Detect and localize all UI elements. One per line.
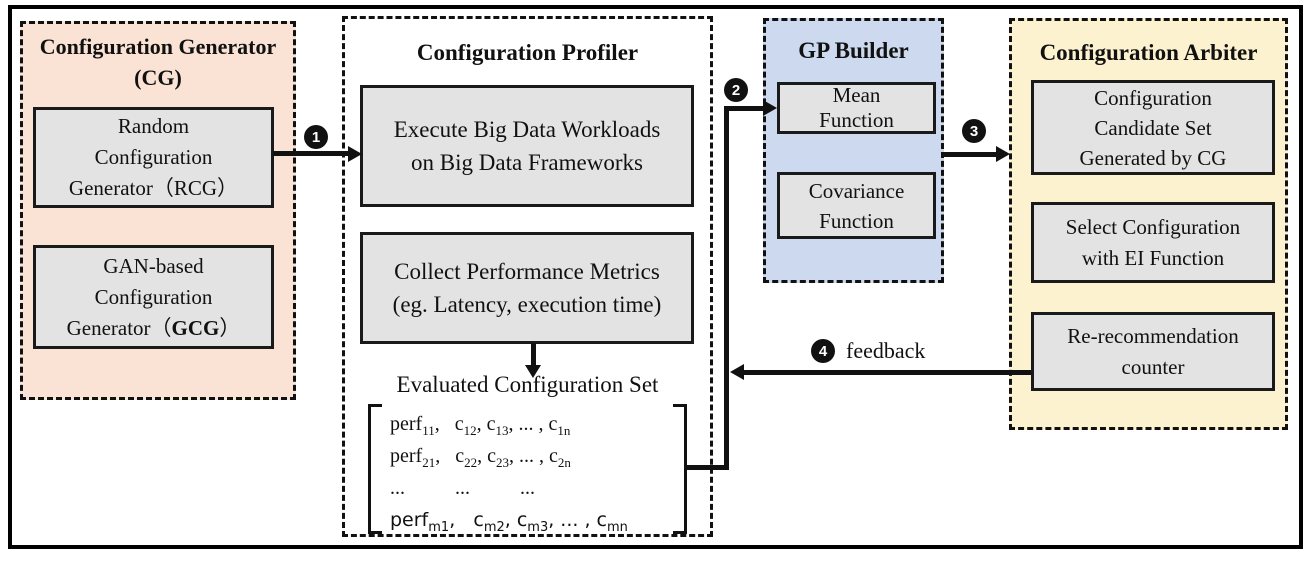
- configuration-arbiter-title: Configuration Arbiter: [1039, 40, 1258, 65]
- collect-to-evaluated-arrow-line: [531, 343, 536, 366]
- matrix-row: perfm1, cm2, cm3, ... , cmn: [390, 509, 628, 535]
- matrix-bracket-left: [368, 404, 382, 534]
- collect-metrics-box: Collect Performance Metrics (eg. Latency…: [360, 232, 694, 344]
- select-configuration-box: Select Configuration with EI Function: [1031, 202, 1275, 283]
- figure-border: [8, 5, 1303, 549]
- collect-line1: Collect Performance Metrics: [394, 259, 660, 284]
- feedback-arrowhead-icon: [730, 364, 744, 380]
- step-2-badge: 2: [724, 78, 748, 102]
- arrow-1-line: [273, 151, 348, 156]
- arrow-2-segment-vertical: [724, 106, 729, 470]
- configuration-generator-title: Configuration Generator (CG): [20, 31, 296, 93]
- arrow-3-line: [944, 152, 996, 157]
- candidate-line3: Generated by CG: [1079, 145, 1227, 170]
- step-4-badge: 4: [811, 339, 835, 363]
- gcg-box: GAN-based Configuration Generator（GCG）: [33, 245, 274, 349]
- execute-workloads-box: Execute Big Data Workloads on Big Data F…: [360, 85, 694, 207]
- matrix-row: perf11, c12, c13, ... , c1n: [390, 413, 571, 438]
- step-1-badge: 1: [304, 125, 328, 149]
- matrix-row: ... ... ...: [390, 477, 535, 499]
- re-recommendation-counter-box: Re-recommendation counter: [1031, 312, 1275, 391]
- select-line1: Select Configuration: [1065, 214, 1241, 239]
- mean-function-box: Mean Function: [777, 82, 936, 134]
- gcg-line2: Configuration: [94, 284, 213, 309]
- arrow-2-arrowhead-icon: [763, 100, 777, 116]
- arrow-3-arrowhead-icon: [996, 146, 1010, 162]
- rcg-line1: Random: [117, 114, 190, 138]
- rcg-line2: Configuration: [94, 145, 213, 169]
- covariance-function-box: Covariance Function: [777, 172, 936, 239]
- rcg-line3: Generator（RCG）: [68, 176, 239, 200]
- gp-builder-title: GP Builder: [798, 38, 909, 63]
- mean-line2: Function: [819, 108, 894, 132]
- execute-line2: on Big Data Frameworks: [411, 150, 643, 175]
- matrix-rows: perf11, c12, c13, ... , c1n perf21, c22, …: [390, 408, 670, 536]
- matrix-row: perf21, c22, c23, ... , c2n: [390, 445, 571, 470]
- rerec-line2: counter: [1121, 354, 1185, 379]
- candidate-line1: Configuration: [1094, 85, 1212, 110]
- matrix-bracket-right: [673, 404, 687, 534]
- feedback-label: feedback: [846, 338, 926, 363]
- candidate-line2: Candidate Set: [1094, 115, 1212, 140]
- execute-line1: Execute Big Data Workloads: [393, 117, 661, 142]
- gcg-line1: GAN-based: [103, 253, 204, 278]
- configuration-profiler-title: Configuration Profiler: [416, 40, 639, 65]
- rcg-box: Random Configuration Generator（RCG）: [33, 107, 274, 208]
- arrow-2-segment-top: [729, 106, 763, 111]
- candidate-set-box: Configuration Candidate Set Generated by…: [1031, 80, 1275, 175]
- step-3-badge: 3: [962, 119, 986, 143]
- feedback-arrow-line: [744, 370, 1031, 375]
- arrow-1-arrowhead-icon: [348, 146, 362, 162]
- collect-to-evaluated-arrowhead-icon: [525, 365, 541, 378]
- configuration-generator-title-line2: (CG): [134, 65, 182, 90]
- gcg-line3: Generator（GCG）: [66, 315, 241, 340]
- collect-line2: (eg. Latency, execution time): [392, 292, 662, 317]
- mean-line1: Mean: [832, 83, 881, 107]
- select-line2: with EI Function: [1081, 245, 1225, 270]
- arrow-2-segment-bottom: [687, 465, 729, 470]
- configuration-generator-title-line1: Configuration Generator: [39, 34, 277, 59]
- covariance-line2: Function: [819, 208, 894, 233]
- covariance-line1: Covariance: [808, 178, 905, 203]
- rerec-line1: Re-recommendation: [1067, 323, 1239, 348]
